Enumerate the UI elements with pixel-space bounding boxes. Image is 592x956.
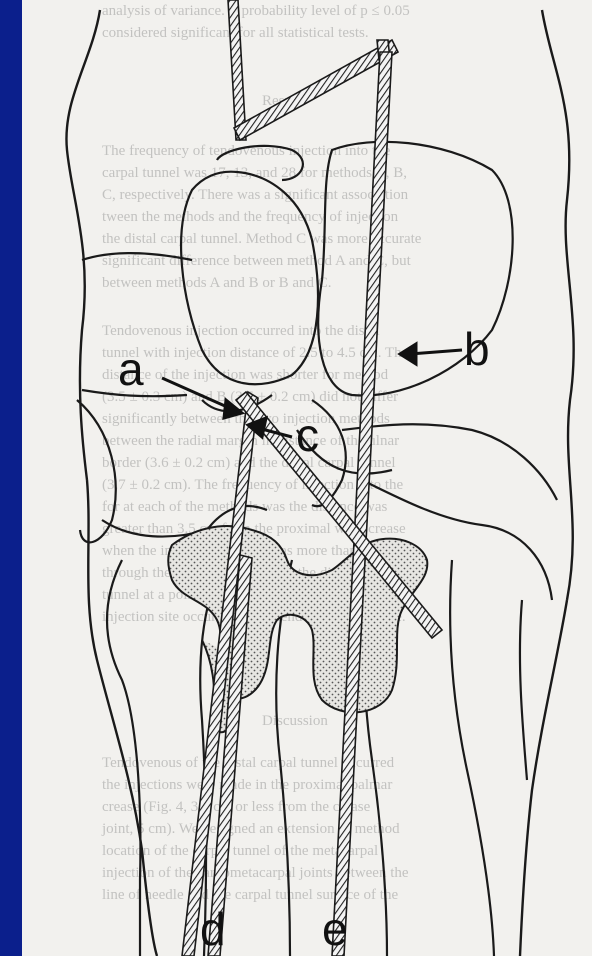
arrow-b-shaft [410,350,462,354]
label-c: c [296,412,319,458]
carpal-bones [77,142,557,956]
arrow-b-head [400,344,416,364]
needle-b [332,52,392,956]
arrow-a-shaft [162,378,234,410]
label-e: e [322,906,348,952]
wrist-anatomy-diagram [22,0,592,956]
label-b: b [464,326,490,372]
label-d: d [200,906,226,952]
figure-frame: analysis of variance. A probability leve… [22,0,592,956]
stippled-sheath [168,526,427,732]
label-a: a [118,346,144,392]
needle-top-left [228,0,246,140]
needle-top-cross [234,40,398,140]
